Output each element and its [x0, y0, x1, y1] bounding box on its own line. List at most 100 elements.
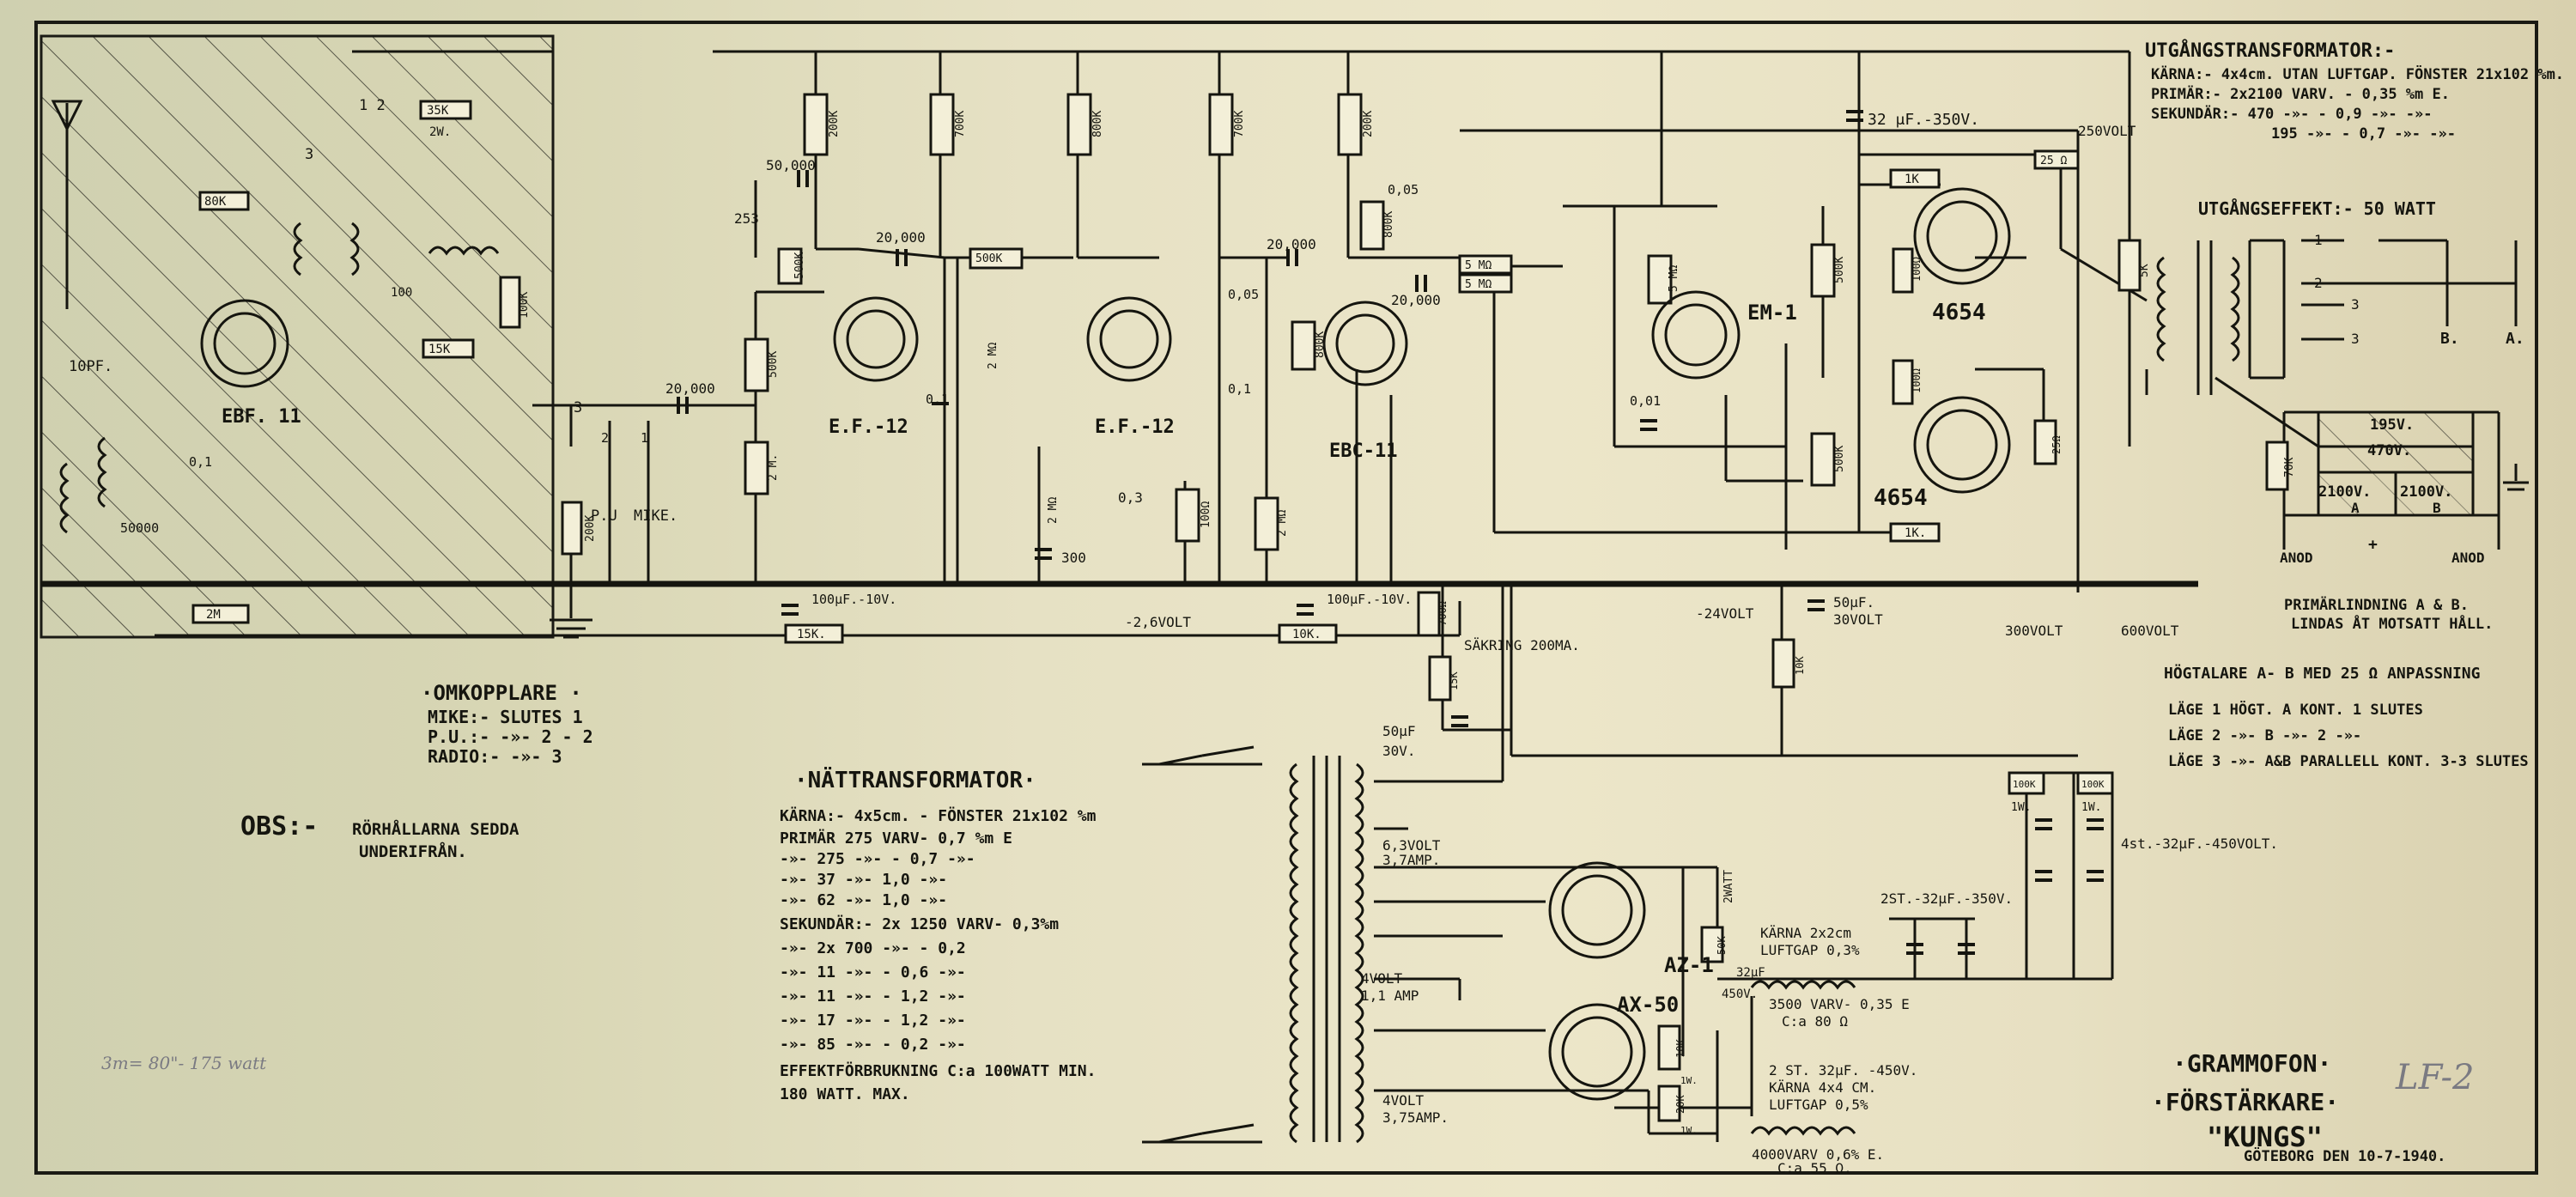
label-r1w-b: 1W. [2081, 801, 2101, 814]
output-transformer-notes: UTGÅNGSTRANSFORMATOR:- KÄRNA:- 4x4cm. UT… [2145, 39, 2564, 633]
label-c20000-a: 20,000 [876, 229, 926, 246]
resistors [191, 93, 2289, 1122]
speaker-b-label: B. [2440, 330, 2459, 348]
label-c005-b: 0,05 [1388, 182, 1419, 197]
rf-shield-area [39, 34, 555, 639]
obs-line2: UNDERIFRÅN. [359, 841, 467, 861]
winding-2100b: 2100V. [2400, 483, 2452, 501]
label-c50000: 50000 [120, 520, 159, 536]
label-c100uf-a: 100μF.-10V. [811, 592, 896, 607]
label-r2m-b: 2 M. [767, 454, 780, 481]
label-choke2-d: C:a 55 Ω. [1777, 1160, 1852, 1176]
tap-3a: 3 [2351, 296, 2360, 313]
label-c32uf-350: 32 μF.-350V. [1868, 111, 1979, 129]
tube-ebf11-label: EBF. 11 [222, 406, 301, 428]
output-effect: UTGÅNGSEFFEKT:- 50 WATT [2198, 198, 2436, 219]
label-r100k-b: 100K [2013, 779, 2036, 790]
label-v-2-6: -2,6VOLT [1125, 614, 1191, 630]
mains-transformer-notes: ·NÄTTRANSFORMATOR· KÄRNA:- 4x5cm. - FÖNS… [780, 766, 1097, 1103]
mains-row-2: -»- 275 -»- - 0,7 -»- [780, 850, 975, 868]
label-r500k-e: 500K [1833, 446, 1846, 472]
mains-row-5: SEKUNDÄR:- 2x 1250 VARV- 0,3%m [780, 914, 1059, 933]
label-r5mohm-a: 5 MΩ [1465, 259, 1492, 272]
pencil-note: 3m= 80"- 175 watt [101, 1053, 267, 1073]
label-r1w-d: 1W. [1680, 1125, 1698, 1136]
title-block: ·GRAMMOFON· ·FÖRSTÄRKARE· "KUNGS" GÖTEBO… [2151, 1049, 2474, 1165]
label-ps-2watt: 2WATT [1722, 870, 1735, 903]
label-r1k-a: 1K [1905, 173, 1919, 186]
anod-left: ANOD [2280, 550, 2313, 566]
label-v250: 250VOLT [2078, 123, 2136, 139]
label-ps-6-3b: 3,7AMP. [1382, 852, 1440, 868]
label-r20k: 20K [1674, 1095, 1686, 1114]
capacitors [677, 110, 2104, 955]
winding-195: 195V. [2370, 416, 2414, 434]
label-r1w-a: 1W. [2011, 801, 2031, 814]
label-r15k-c: 15K [1448, 671, 1460, 690]
title-date: GÖTEBORG DEN 10-7-1940. [2244, 1146, 2445, 1165]
label-choke2-c: 4000VARV 0,6% E. [1752, 1146, 1884, 1163]
obs-label: OBS:- [240, 811, 318, 842]
primary-note-1: PRIMÄRLINDNING A & B. [2284, 595, 2469, 614]
mains-row-10: -»- 85 -»- - 0,2 -»- [780, 1036, 966, 1054]
output-transformer-line4: 195 -»- - 0,7 -»- -»- [2271, 125, 2456, 143]
label-c4st-32-450: 4st.-32μF.-450VOLT. [2121, 835, 2278, 852]
label-r500k-a: 500K [793, 252, 806, 279]
label-ps-4v-a2: 1,1 AMP [1361, 987, 1419, 1004]
label-c01-a: 0,1 [189, 454, 212, 470]
label-c20000-c: 20,000 [1391, 292, 1441, 308]
mains-effect-1: EFFEKTFÖRBRUKNING C:a 100WATT MIN. [780, 1061, 1096, 1080]
label-r50k: 50K [1716, 936, 1728, 955]
switch-notes-row2: P.U.:- -»- 2 - 2 [428, 726, 593, 747]
label-r100k-c: 100K [2081, 779, 2105, 790]
mains-transformer-title: ·NÄTTRANSFORMATOR· [794, 766, 1036, 793]
tube-em1-label: EM-1 [1747, 301, 1797, 325]
label-r200k-in: 200K [584, 515, 597, 542]
label-v-24: -24VOLT [1696, 605, 1754, 622]
label-fuse: SÄKRING 200MA. [1464, 637, 1580, 653]
winding-diagram [2317, 410, 2475, 517]
switch-notes-row1: MIKE:- SLUTES 1 [428, 707, 583, 727]
label-r15k-b: 15K. [797, 628, 826, 641]
antenna-cap-label: 10PF. [69, 358, 112, 375]
label-ps-4v-a: 4VOLT [1361, 970, 1403, 987]
antenna-icon [51, 100, 83, 132]
label-r1k-b: 1K. [1905, 526, 1926, 540]
label-r100k-a: 100K [518, 292, 531, 319]
tube-4654a-label: 4654 [1932, 300, 1986, 325]
label-r35k-w: 2W. [429, 125, 451, 139]
speaker-a-label: A. [2506, 330, 2524, 348]
output-transformer-line2: PRIMÄR:- 2x2100 VARV. - 0,35 %m E. [2151, 84, 2450, 103]
label-ps-6-3: 6,3VOLT [1382, 837, 1441, 854]
label-ps-4v-b: 4VOLT [1382, 1092, 1425, 1109]
label-choke2-b: LUFTGAP 0,5% [1769, 1097, 1868, 1113]
label-choke2-a: KÄRNA 4x4 CM. [1769, 1079, 1876, 1096]
label-r100ohm-b: 100Ω [1911, 257, 1923, 282]
switch-notes-title: ·OMKOPPLARE · [421, 681, 582, 705]
label-choke1-d: C:a 80 Ω [1782, 1013, 1848, 1030]
mains-row-3: -»- 37 -»- 1,0 -»- [780, 871, 947, 889]
label-r25ohm-a: 25 Ω [2040, 155, 2067, 167]
label-r200k-b: 200K [828, 111, 841, 137]
label-r100: 100 [391, 286, 412, 300]
label-input-3: 3 [574, 399, 582, 416]
label-c100uf-b: 100μF.-10V. [1327, 592, 1412, 607]
coils [59, 222, 2240, 1144]
label-r10k: 10K. [1292, 628, 1321, 641]
label-r10k-c: 10K [1674, 1039, 1686, 1058]
label-r100ohm-a: 100Ω [1200, 501, 1212, 528]
speaker-notes-row3: LÄGE 3 -»- A&B PARALLELL KONT. 3-3 SLUTE… [2168, 751, 2529, 770]
label-r800k-c: 800K [1382, 211, 1395, 238]
component-labels: 10PF. EBF. 11 E.F.-12 E.F.-12 EBC-11 EM-… [69, 97, 2296, 1176]
tube-4654b-label: 4654 [1874, 485, 1928, 511]
drawing-border [34, 21, 2538, 1175]
label-c01-c: 0,1 [1228, 381, 1251, 397]
label-c50uf-a: 50μF [1382, 723, 1416, 739]
label-r2mohm-pot: 2 MΩ [1047, 497, 1060, 524]
label-r25ohm-b: 25Ω [2050, 435, 2063, 454]
label-sw-pos1: 1 [641, 430, 648, 446]
tube-symbols [200, 187, 2011, 1101]
obs-note: OBS:- RÖRHÅLLARNA SEDDA UNDERIFRÅN. [240, 811, 519, 861]
label-input-mike: MIKE. [634, 507, 677, 525]
